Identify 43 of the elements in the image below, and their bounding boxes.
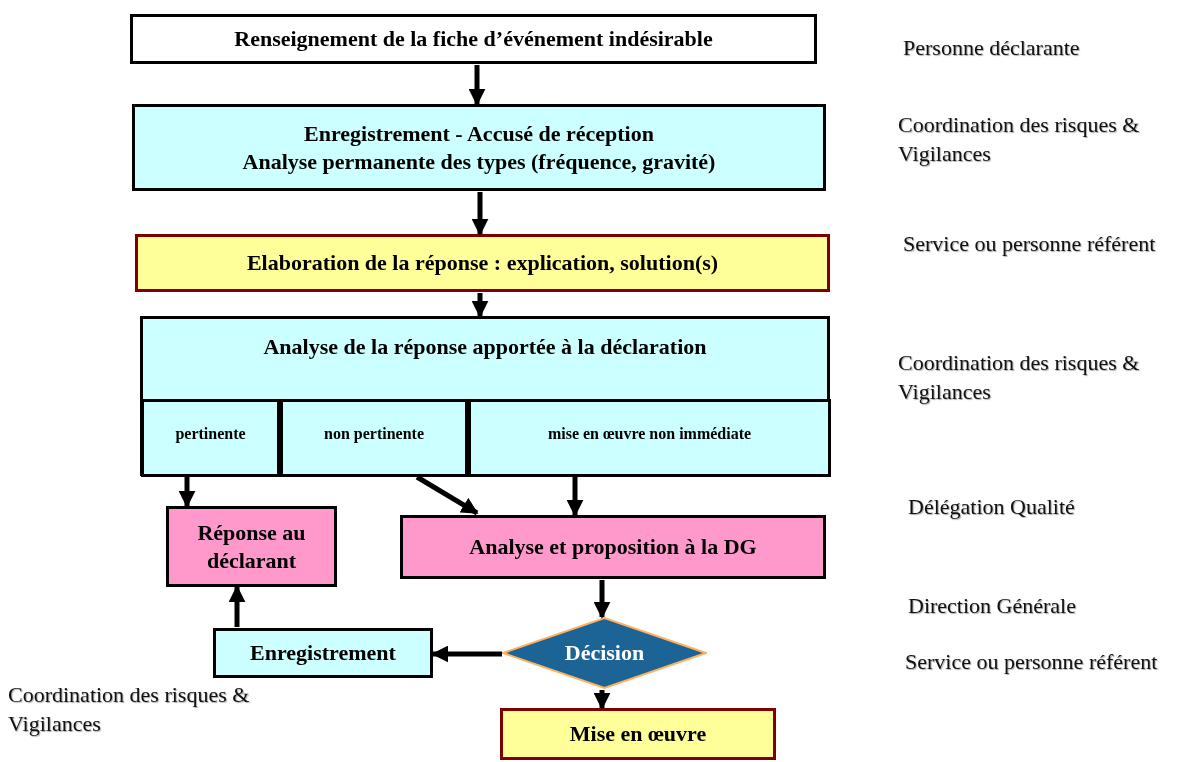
arrow	[593, 690, 611, 710]
process-box	[140, 316, 830, 476]
node-text: Réponse au déclarant	[196, 519, 307, 574]
arrow	[228, 585, 246, 627]
node-text: non pertinente	[324, 424, 424, 444]
node-text: Analyse et proposition à la DG	[469, 533, 757, 561]
arrow	[471, 192, 489, 236]
process-box	[400, 515, 826, 579]
node-text: Analyse permanente des types (fréquence, gravité)	[242, 147, 716, 175]
node-text: Mise en œuvre	[569, 720, 707, 748]
decision-diamond	[502, 617, 707, 689]
node-text: Décision	[564, 639, 645, 667]
arrow	[468, 65, 486, 106]
arrow	[471, 293, 489, 318]
arrow	[566, 477, 584, 517]
node-text: Renseignement de la fiche d’événement indésirable	[234, 25, 713, 53]
table-cell	[468, 399, 831, 477]
process-box	[213, 628, 433, 678]
role-label: Coordination des risques & Vigilances	[8, 681, 251, 738]
role-label: Coordination des risques & Vigilances	[898, 111, 1141, 168]
process-box	[132, 104, 826, 191]
process-box	[135, 234, 830, 292]
process-box	[500, 708, 776, 760]
arrow	[178, 477, 196, 508]
node-text: Elaboration de la réponse : explication, solution(s)	[246, 249, 719, 277]
arrow	[415, 474, 479, 516]
arrow	[431, 645, 502, 663]
node-text: Enregistrement	[250, 639, 396, 667]
node-text: Enregistrement - Accusé de réception	[304, 120, 654, 148]
node-text: Analyse de la réponse apportée à la déclaration	[263, 333, 707, 361]
role-label: Coordination des risques & Vigilances	[898, 349, 1141, 406]
role-label: Service ou personne référent	[905, 648, 1159, 676]
process-box	[130, 14, 817, 64]
role-label: Direction Générale	[908, 592, 1077, 620]
role-label: Délégation Qualité	[908, 493, 1076, 521]
process-box	[166, 506, 337, 587]
role-label: Personne déclarante	[903, 34, 1081, 62]
table-cell	[141, 399, 280, 477]
arrow	[593, 580, 611, 619]
role-label: Service ou personne référent	[903, 230, 1157, 258]
node-text: mise en œuvre non immédiate	[547, 424, 752, 444]
table-cell	[280, 399, 468, 477]
node-text: pertinente	[175, 424, 246, 444]
